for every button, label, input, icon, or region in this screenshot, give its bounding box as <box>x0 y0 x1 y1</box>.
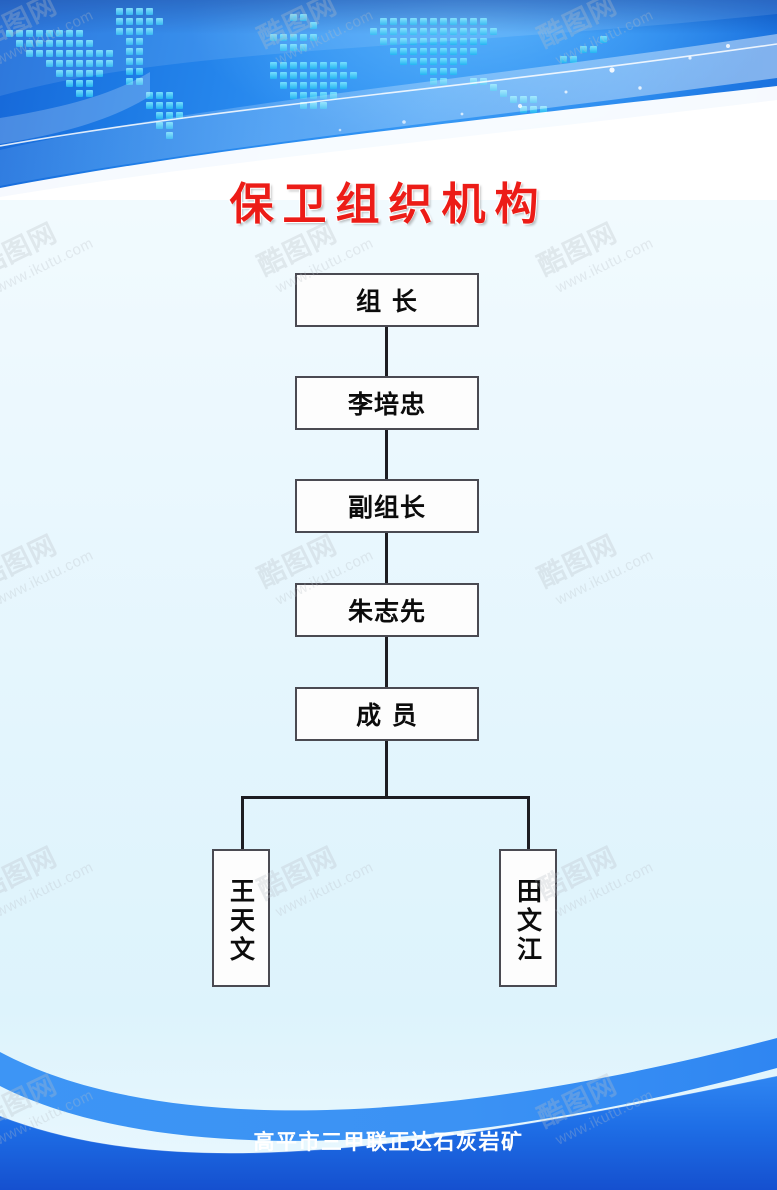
org-node-label: 李培忠 <box>347 390 426 419</box>
org-node-name-deputy[interactable]: 朱志先 <box>295 583 479 637</box>
org-node-label: 田文江 <box>513 877 543 965</box>
connector-member-bus <box>241 796 529 799</box>
header-wave-decoration <box>0 0 777 200</box>
footer-wave-decoration <box>0 1038 777 1190</box>
org-node-role-deputy[interactable]: 副组长 <box>295 479 479 533</box>
org-node-role-leader[interactable]: 组 长 <box>295 273 479 327</box>
org-node-member-left[interactable]: 王天文 <box>212 849 270 987</box>
header-banner <box>0 0 777 200</box>
connector-deputy-to-name <box>385 533 388 583</box>
connector-name-to-deputy <box>385 430 388 479</box>
org-node-label: 组 长 <box>356 287 418 316</box>
connector-branch-right <box>527 796 530 851</box>
org-node-label: 副组长 <box>347 493 426 522</box>
world-map-dot-pattern <box>6 8 607 139</box>
org-node-label: 成 员 <box>356 701 418 730</box>
footer-company-name: 高平市三甲联正达石灰岩矿 <box>253 1131 524 1154</box>
connector-branch-left <box>241 796 244 851</box>
page-title: 保卫组织机构 <box>229 179 548 230</box>
org-node-member-right[interactable]: 田文江 <box>499 849 557 987</box>
connector-leader-to-name <box>385 327 388 376</box>
connector-name-to-member <box>385 637 388 687</box>
footer-banner: 高平市三甲联正达石灰岩矿 <box>0 1020 777 1190</box>
org-node-name-leader[interactable]: 李培忠 <box>295 376 479 430</box>
org-node-role-member[interactable]: 成 员 <box>295 687 479 741</box>
org-node-label: 朱志先 <box>347 597 426 626</box>
org-node-label: 王天文 <box>226 877 256 965</box>
connector-member-trunk <box>385 741 388 798</box>
